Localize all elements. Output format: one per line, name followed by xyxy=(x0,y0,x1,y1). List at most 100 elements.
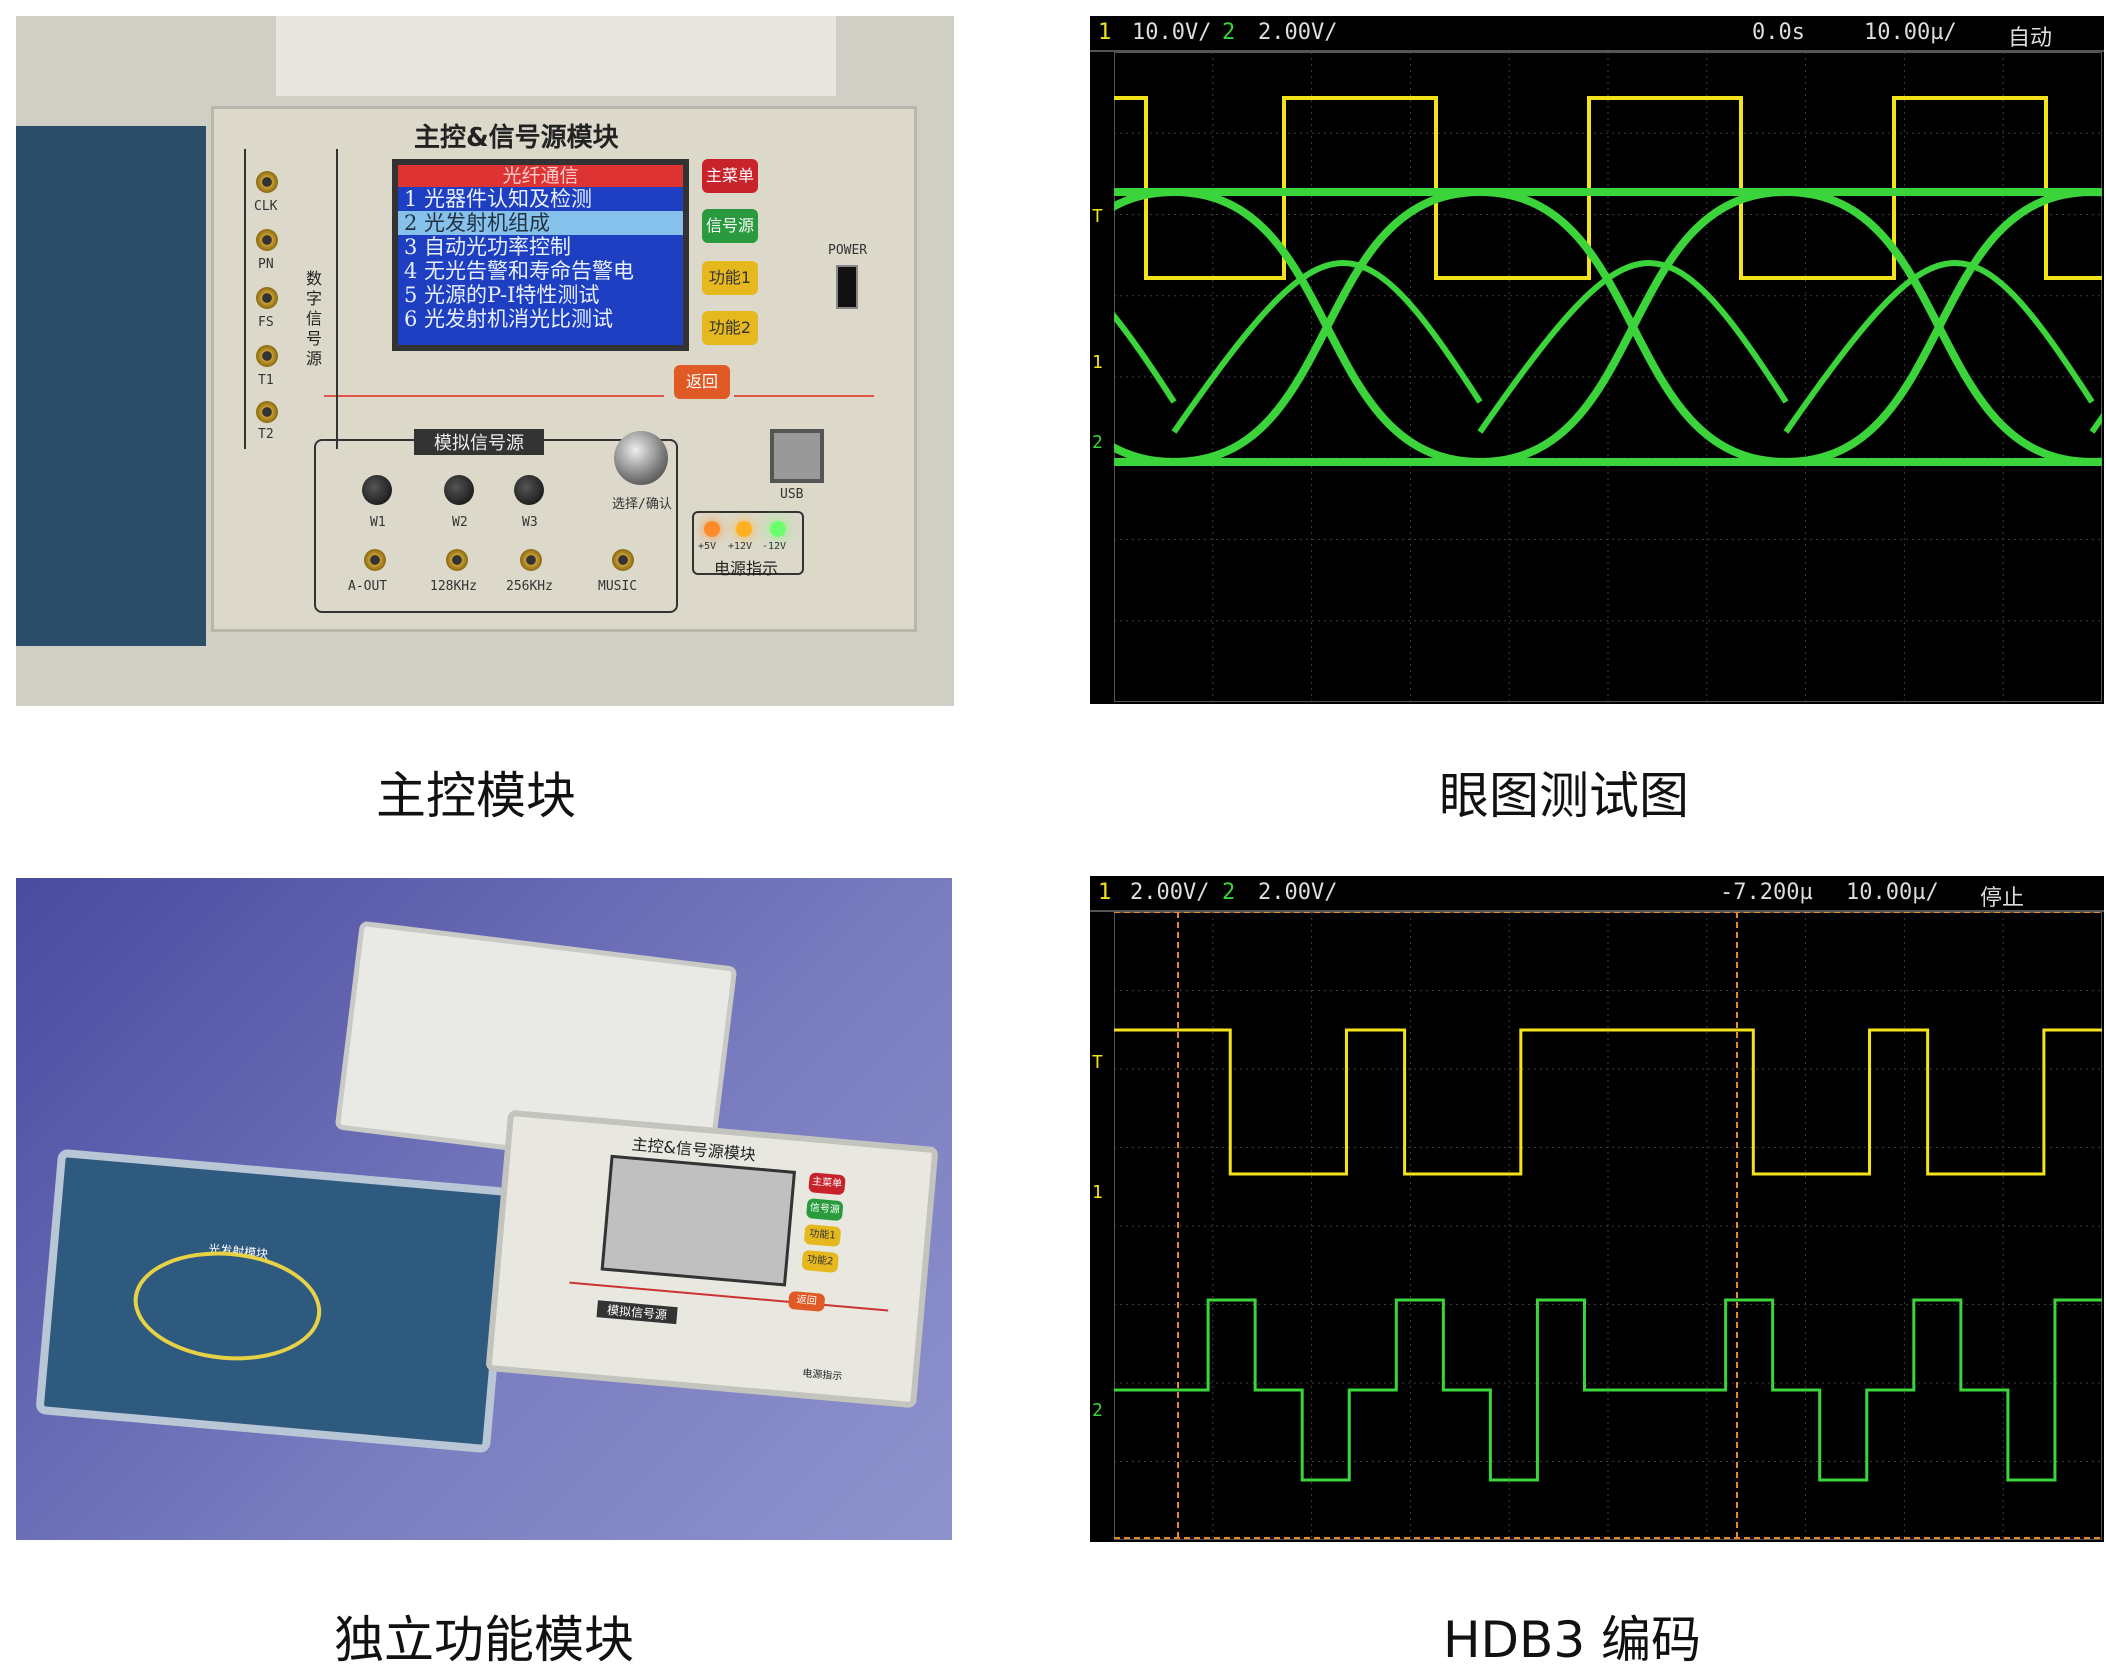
digital-source-group xyxy=(244,149,338,449)
function1-button: 功能1 xyxy=(702,261,758,295)
lcd-item: 5 光源的P-I特性测试 xyxy=(404,283,600,307)
module-func2-button: 功能2 xyxy=(801,1249,840,1273)
ch2-marker: 2 xyxy=(1092,432,1103,453)
t2-jack xyxy=(256,401,278,423)
eye-diagram-waveform xyxy=(1114,52,2102,702)
a-out-jack xyxy=(364,549,386,571)
eye-falling-transition xyxy=(1785,188,2093,466)
lcd-item-selected: 2 光发射机组成 xyxy=(398,211,683,235)
acquire-mode: 停止 xyxy=(1980,886,2025,911)
eye-rising-transition xyxy=(1114,188,1175,212)
ch2-scale: 2.00V/ xyxy=(1258,20,1338,45)
select-knob xyxy=(614,431,668,485)
lcd-screen: 光纤通信 1 光器件认知及检测 2 光发射机组成 3 自动光功率控制 4 无光告… xyxy=(392,159,689,351)
ch2-hdb3-trace xyxy=(1114,1298,2102,1482)
eye-partial-transition xyxy=(1783,260,2095,434)
divider-line xyxy=(734,395,874,397)
ch2-scale: 2.00V/ xyxy=(1258,880,1338,905)
eye-falling-transition xyxy=(1479,188,1787,466)
module-signal-button: 信号源 xyxy=(805,1198,844,1222)
analog-source-title: 模拟信号源 xyxy=(414,429,544,455)
time-scale: 10.00µ/ xyxy=(1864,20,1957,45)
led-12v xyxy=(736,521,752,537)
adjacent-board xyxy=(16,126,206,646)
lcd-item: 1 光器件认知及检测 xyxy=(404,187,593,211)
eye-diagram-scope: 1 10.0V/ 2 2.00V/ 0.0s 10.00µ/ 自动 T 1 2 xyxy=(1090,16,2104,704)
top-module xyxy=(276,16,836,96)
a-out-label: A-OUT xyxy=(348,579,388,594)
256k-jack xyxy=(520,549,542,571)
t1-jack xyxy=(256,345,278,367)
ch1-marker: 1 xyxy=(1092,1182,1103,1203)
trigger-marker: T xyxy=(1092,1052,1103,1073)
signal-source-button: 信号源 xyxy=(702,209,758,243)
control-panel: 主控&信号源模块 光纤通信 1 光器件认知及检测 2 光发射机组成 3 自动光功… xyxy=(211,106,917,632)
power-indicator-group xyxy=(692,511,804,575)
module-power-title: 电源指示 xyxy=(801,1368,843,1383)
caption-main-control: 主控模块 xyxy=(376,767,576,825)
led-5v-label: +5V xyxy=(698,541,717,552)
w1-knob xyxy=(362,475,392,505)
lcd-item: 6 光发射机消光比测试 xyxy=(404,307,614,331)
w2-label: W2 xyxy=(452,515,468,530)
led-5v xyxy=(704,521,720,537)
control-module: 主控&信号源模块 模拟信号源 电源指示 主菜单 信号源 功能1 功能2 返回 xyxy=(485,1109,939,1409)
ch1-nrz-trace xyxy=(1114,1028,2102,1176)
module-return-button: 返回 xyxy=(787,1290,826,1312)
scope-side-markers: T 1 2 xyxy=(1090,912,1114,1540)
divider-line xyxy=(324,395,664,397)
module-screen xyxy=(600,1154,796,1287)
usb-port xyxy=(770,429,824,483)
music-label: MUSIC xyxy=(598,579,638,594)
standalone-modules-photo: 光发射模块 主控&信号源模块 模拟信号源 电源指示 主菜单 信号源 功能1 功能… xyxy=(16,878,952,1540)
w3-knob xyxy=(514,475,544,505)
ch2-number: 2 xyxy=(1222,20,1236,45)
ch1-marker: 1 xyxy=(1092,352,1103,373)
ch2-number: 2 xyxy=(1222,880,1236,905)
music-jack xyxy=(612,549,634,571)
fiber-coil xyxy=(129,1243,326,1368)
power-switch xyxy=(836,265,858,309)
lcd-header: 光纤通信 xyxy=(398,165,683,187)
module-analog-title: 模拟信号源 xyxy=(596,1300,678,1325)
eye-partial-transition xyxy=(1477,260,1789,434)
w3-label: W3 xyxy=(522,515,538,530)
main-menu-button: 主菜单 xyxy=(702,159,758,193)
t1-label: T1 xyxy=(258,373,274,388)
w1-label: W1 xyxy=(370,515,386,530)
module-main-menu-button: 主菜单 xyxy=(808,1172,846,1196)
power-label: POWER xyxy=(828,243,868,258)
ch2-marker: 2 xyxy=(1092,1400,1103,1421)
lcd-item: 4 无光告警和寿命告警电 xyxy=(404,259,635,283)
led-neg12v-label: -12V xyxy=(762,541,787,552)
select-label: 选择/确认 xyxy=(612,497,672,512)
fs-jack xyxy=(256,287,278,309)
time-offset: -7.200µ xyxy=(1720,880,1813,905)
return-button: 返回 xyxy=(674,365,730,399)
scope-status-bar: 1 2.00V/ 2 2.00V/ -7.200µ 10.00µ/ 停止 xyxy=(1090,876,2104,912)
clk-label: CLK xyxy=(254,199,278,214)
scope-status-bar: 1 10.0V/ 2 2.00V/ 0.0s 10.00µ/ 自动 xyxy=(1090,16,2104,52)
eye-partial-transition xyxy=(2089,412,2102,434)
ch1-number: 1 xyxy=(1098,20,1112,45)
caption-standalone: 独立功能模块 xyxy=(334,1611,634,1669)
acquire-mode: 自动 xyxy=(2008,26,2053,51)
fs-label: FS xyxy=(258,315,274,330)
blue-board-module: 光发射模块 xyxy=(35,1148,513,1454)
lcd-item: 3 自动光功率控制 xyxy=(404,235,572,259)
ch1-scale: 10.0V/ xyxy=(1132,20,1212,45)
caption-eye-diagram: 眼图测试图 xyxy=(1439,767,1689,825)
hdb3-scope: 1 2.00V/ 2 2.00V/ -7.200µ 10.00µ/ 停止 T 1… xyxy=(1090,876,2104,1542)
128k-jack xyxy=(446,549,468,571)
eye-falling-transition xyxy=(1173,188,1481,466)
eye-falling-transition xyxy=(1114,442,1175,466)
led-neg12v xyxy=(770,521,786,537)
eye-partial-transition xyxy=(1171,260,1483,434)
eye-partial-transition xyxy=(1114,311,1177,404)
power-indicator-title: 电源指示 xyxy=(714,559,779,578)
main-control-photo: 主控&信号源模块 光纤通信 1 光器件认知及检测 2 光发射机组成 3 自动光功… xyxy=(16,16,954,706)
caption-hdb3: HDB3 编码 xyxy=(1442,1611,1702,1669)
time-scale: 10.00µ/ xyxy=(1846,880,1939,905)
module-func1-button: 功能1 xyxy=(803,1224,842,1248)
trigger-marker: T xyxy=(1092,206,1103,227)
